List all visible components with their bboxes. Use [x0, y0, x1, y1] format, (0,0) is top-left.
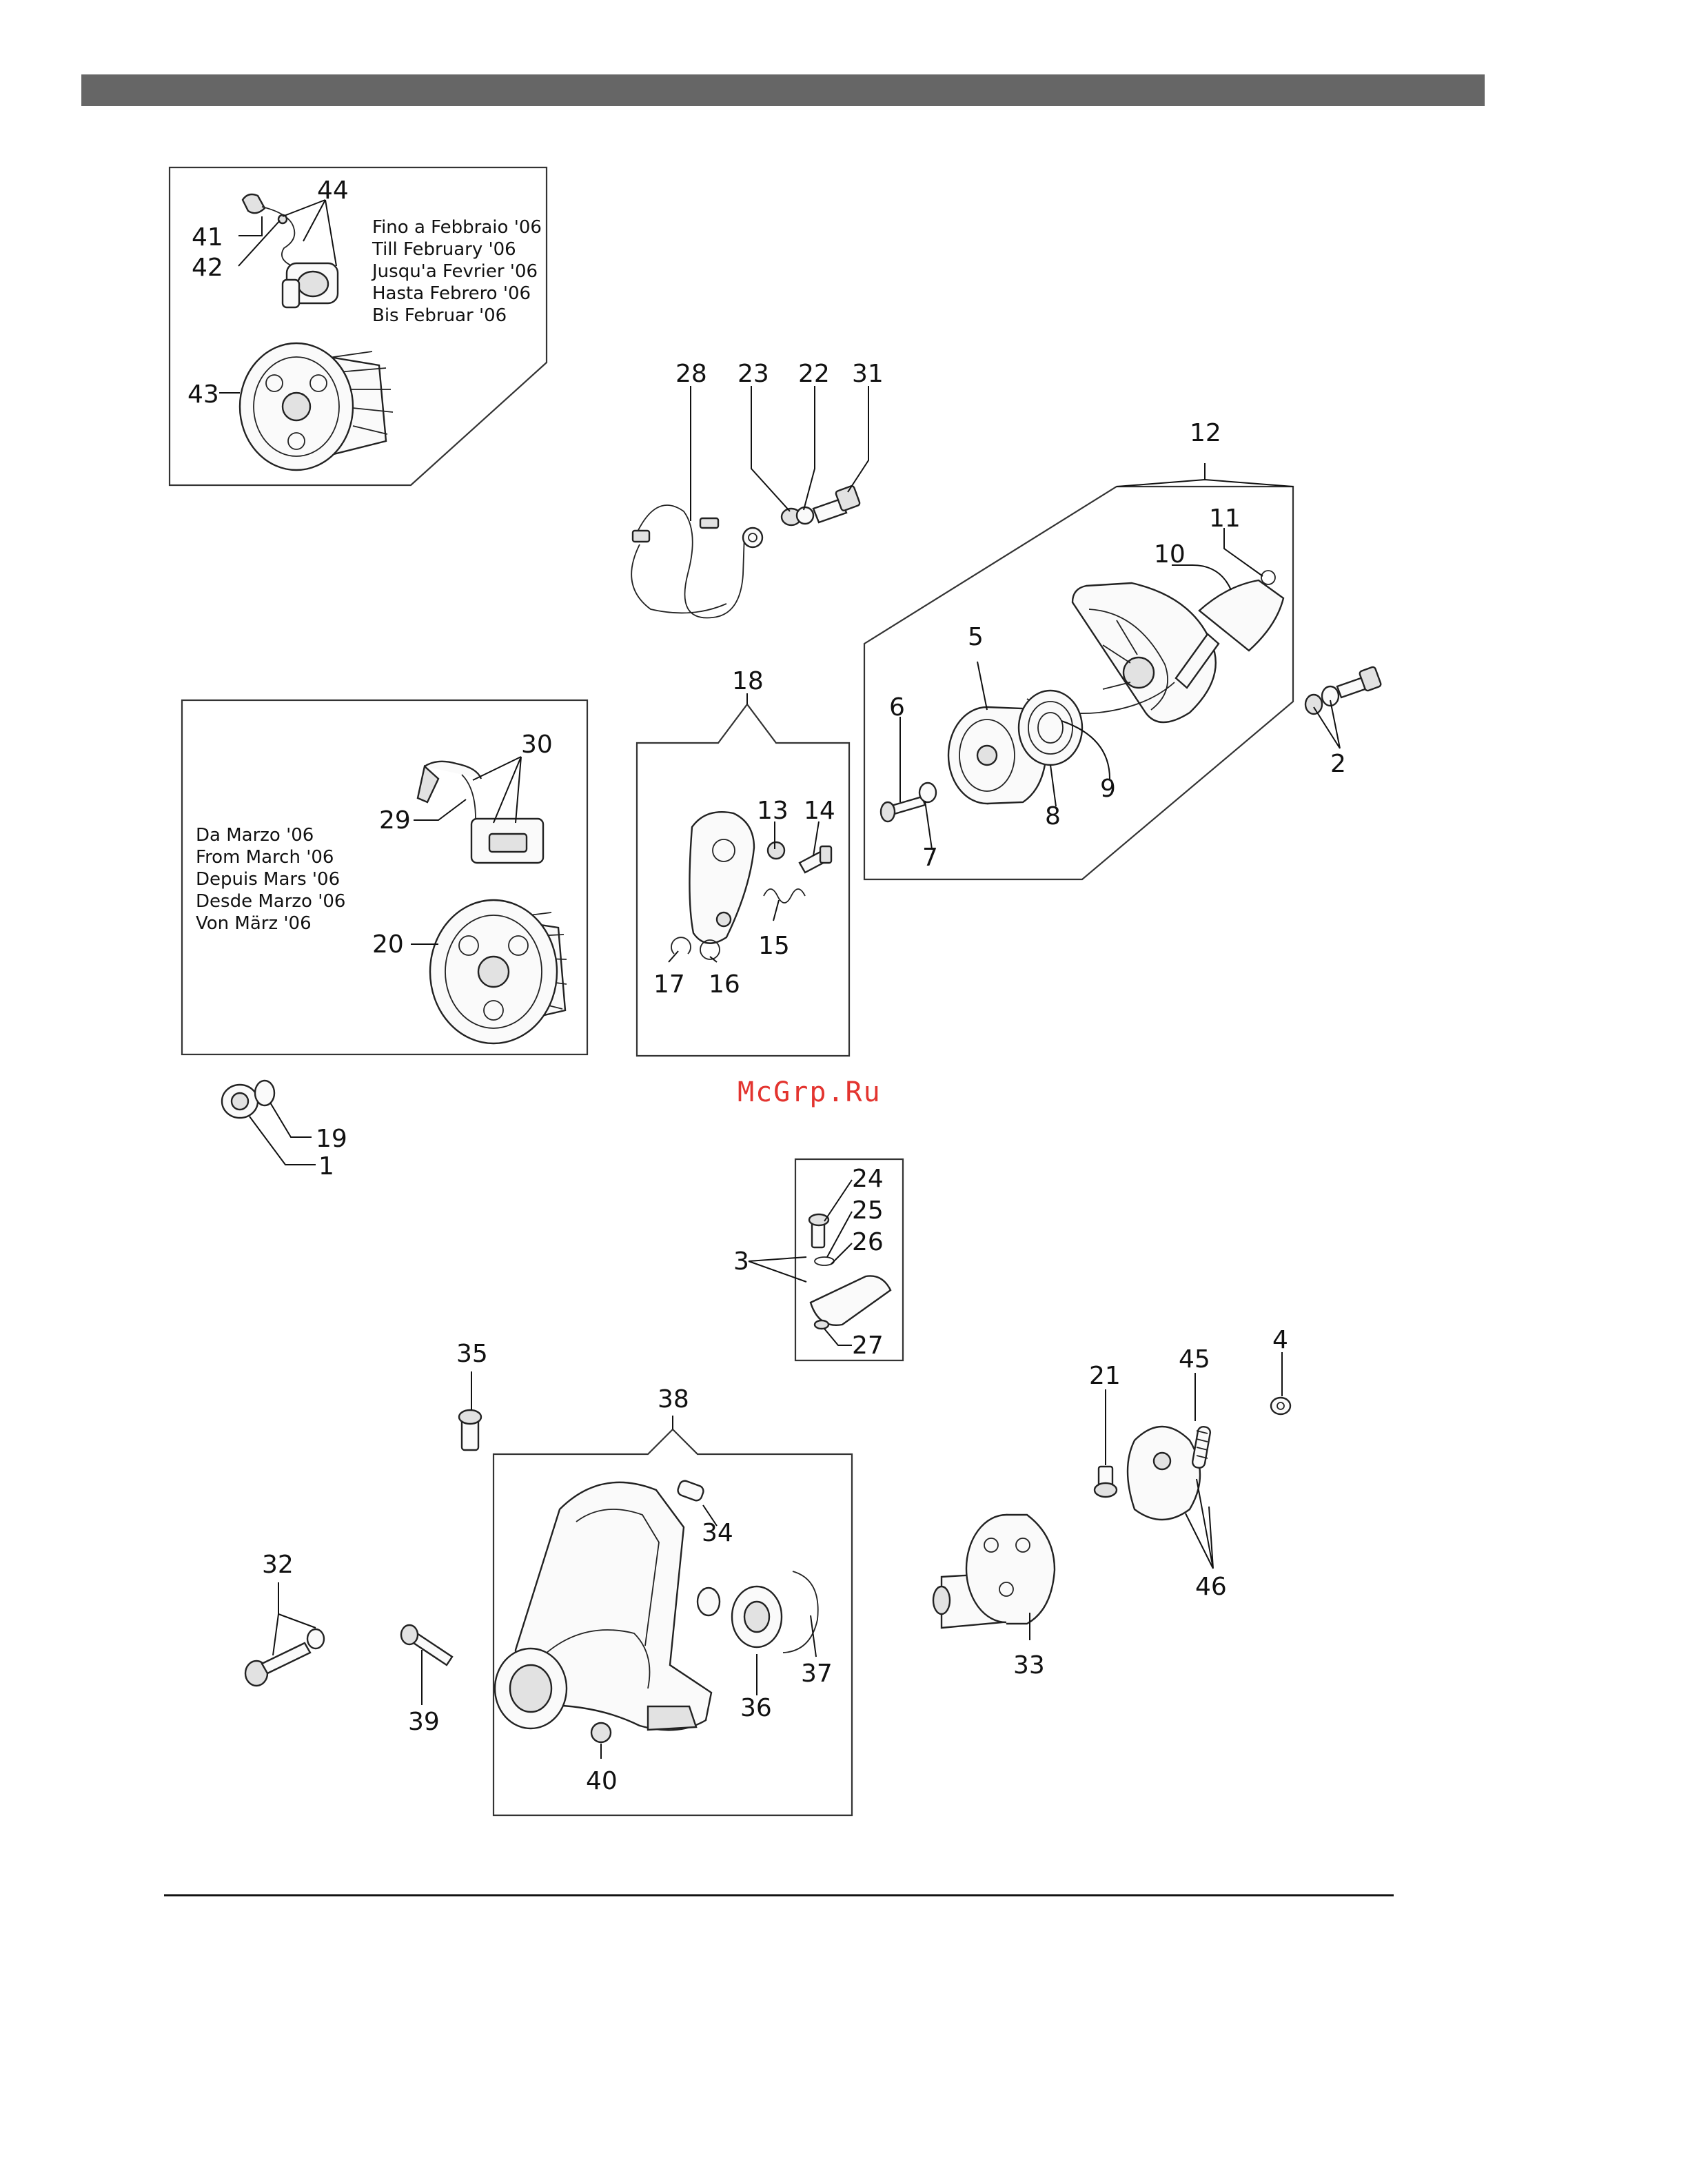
callout-25: 25: [852, 1196, 884, 1225]
callout-28: 28: [675, 360, 707, 388]
callout-9: 9: [1100, 775, 1116, 803]
callout-34: 34: [702, 1519, 733, 1547]
callout-8: 8: [1045, 802, 1061, 830]
screw-35: 35: [456, 1340, 488, 1451]
callout-14: 14: [804, 797, 835, 825]
callout-15: 15: [758, 932, 790, 960]
inset-till-feb-06: 44 41 42 43 Fino a Febbraio '06 Till Feb…: [168, 166, 548, 487]
callout-20: 20: [372, 930, 404, 959]
watermark: McGrp.Ru: [738, 1076, 882, 1108]
callout-2: 2: [1330, 750, 1346, 778]
callout-13: 13: [757, 797, 789, 825]
flywheel-old: [238, 342, 394, 471]
note-line-9: Desde Marzo '06: [196, 891, 345, 912]
callout-33: 33: [1013, 1651, 1045, 1680]
callout-11: 11: [1209, 504, 1241, 533]
callout-44: 44: [317, 176, 349, 205]
callout-10: 10: [1154, 540, 1186, 569]
callout-23: 23: [738, 360, 769, 388]
clutch-assembly: 21 45 4 46: [1089, 1326, 1292, 1601]
screw-set-2: 2: [1304, 666, 1382, 778]
callout-36: 36: [740, 1694, 772, 1722]
flywheel-new: [429, 899, 567, 1045]
callout-32: 32: [262, 1551, 294, 1579]
note-line-8: Depuis Mars '06: [196, 869, 340, 890]
callout-1: 1: [318, 1152, 334, 1181]
note-line-10: Von März '06: [196, 913, 312, 934]
ground-wire-group: 28 23 22 31: [631, 360, 884, 619]
callout-16: 16: [709, 970, 740, 999]
callout-24: 24: [852, 1165, 884, 1193]
callout-41: 41: [192, 223, 223, 252]
clutch-drum: 33: [932, 1513, 1056, 1680]
callout-38: 38: [658, 1385, 689, 1414]
bracket-assembly: 3 24 25 26 27: [733, 1158, 904, 1362]
callout-31: 31: [852, 360, 884, 388]
callout-39: 39: [408, 1708, 440, 1736]
header-bar: [81, 74, 1485, 106]
callout-22: 22: [798, 360, 830, 388]
callout-12: 12: [1190, 419, 1221, 447]
callout-4: 4: [1272, 1326, 1288, 1354]
pawl-assembly: 18 13 14 15 16 17: [635, 667, 851, 1057]
note-line-5: Bis Februar '06: [372, 305, 507, 326]
callout-46: 46: [1195, 1573, 1227, 1601]
callout-6: 6: [889, 693, 905, 722]
bushing-group: 19 1: [221, 1079, 347, 1181]
note-line-3: Jusqu'a Fevrier '06: [371, 261, 538, 282]
note-line-4: Hasta Febrero '06: [372, 283, 531, 304]
callout-5: 5: [968, 623, 984, 651]
callout-45: 45: [1179, 1345, 1210, 1374]
callout-7: 7: [922, 844, 938, 872]
callout-40: 40: [586, 1767, 618, 1795]
note-line-7: From March '06: [196, 847, 334, 868]
callout-21: 21: [1089, 1362, 1121, 1390]
callout-37: 37: [801, 1660, 833, 1688]
inset-from-mar-06: 30 29 20 Da Marzo '06 From March '06 Dep…: [181, 699, 589, 1056]
callout-3: 3: [733, 1247, 749, 1276]
crankcase-cover: 38 34 36 37 40: [492, 1385, 853, 1817]
note-line-1: Fino a Febbraio '06: [372, 217, 542, 238]
pin-39: 39: [400, 1624, 454, 1736]
callout-17: 17: [653, 970, 685, 999]
screw-32: 32: [244, 1551, 325, 1687]
callout-27: 27: [852, 1331, 884, 1360]
callout-18: 18: [732, 667, 764, 695]
callout-30: 30: [521, 731, 553, 759]
starter-assembly: 12 5 6 7 8 9 10 11: [863, 419, 1294, 881]
callout-19: 19: [316, 1125, 347, 1153]
callout-43: 43: [187, 380, 219, 409]
note-line-2: Till February '06: [372, 239, 516, 260]
callout-35: 35: [456, 1340, 488, 1368]
note-line-6: Da Marzo '06: [196, 825, 314, 846]
callout-26: 26: [852, 1228, 884, 1256]
callout-29: 29: [379, 806, 411, 835]
callout-42: 42: [192, 254, 223, 282]
